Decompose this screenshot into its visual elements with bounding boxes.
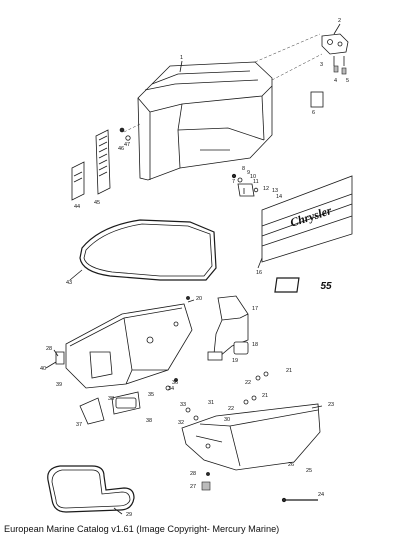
- callout-40: 40: [40, 366, 46, 372]
- callout-28b: 28: [190, 471, 196, 477]
- callout-38b: 38: [108, 396, 114, 402]
- callout-38: 38: [146, 418, 152, 424]
- callout-30: 30: [224, 417, 230, 423]
- callout-26: 26: [288, 462, 294, 468]
- callout-21b: 21: [262, 393, 268, 399]
- callout-7: 7: [232, 179, 235, 185]
- callout-1: 1: [180, 55, 183, 61]
- callout-19: 19: [232, 358, 238, 364]
- grille-panels: [71, 123, 141, 201]
- callout-36: 36: [172, 380, 178, 386]
- top-cowling: [137, 33, 323, 181]
- callout-31: 31: [208, 400, 214, 406]
- cowl-seal: [79, 219, 217, 281]
- carry-handle: [47, 465, 135, 513]
- callout-44: 44: [74, 204, 80, 210]
- callout-12: 12: [263, 186, 269, 192]
- small-hardware: [55, 296, 318, 503]
- bracket-assembly: [310, 33, 349, 108]
- callout-13: 13: [272, 188, 278, 194]
- callout-29: 29: [126, 512, 132, 518]
- callout-20: 20: [196, 296, 202, 302]
- callout-43: 43: [66, 280, 72, 286]
- callout-46: 46: [118, 146, 124, 152]
- callout-35: 35: [148, 392, 154, 398]
- callout-8: 8: [242, 166, 245, 172]
- callout-34: 34: [168, 386, 174, 392]
- callout-32: 32: [178, 420, 184, 426]
- callout-25: 25: [306, 468, 312, 474]
- callout-9: 9: [247, 170, 250, 176]
- callout-28: 28: [46, 346, 52, 352]
- model-badge-text: 55: [320, 281, 332, 292]
- image-caption: European Marine Catalog v1.61 (Image Cop…: [4, 524, 280, 534]
- callout-18: 18: [252, 342, 258, 348]
- callout-11: 11: [253, 179, 259, 185]
- callout-23: 23: [328, 402, 334, 408]
- callout-39: 39: [56, 382, 62, 388]
- callout-5: 5: [346, 78, 349, 84]
- callout-17: 17: [252, 306, 258, 312]
- callout-3: 3: [320, 62, 323, 68]
- callout-14: 14: [276, 194, 282, 200]
- callout-27: 27: [190, 484, 196, 490]
- model-badge: 55: [274, 277, 332, 293]
- callout-10: 10: [250, 174, 256, 180]
- callout-4: 4: [334, 78, 337, 84]
- lower-cowl-right: [181, 403, 321, 471]
- callout-21: 21: [286, 368, 292, 374]
- callout-47: 47: [124, 142, 130, 148]
- callout-6: 6: [312, 110, 315, 116]
- callout-2: 2: [338, 18, 341, 24]
- callout-22b: 22: [228, 406, 234, 412]
- callout-labels: 1 2 3 4 5 6 7 8 9 10 11 12 13 14 16 17 1…: [40, 18, 349, 518]
- callout-33: 33: [180, 402, 186, 408]
- latch-hardware: [231, 173, 259, 197]
- callout-16: 16: [256, 270, 262, 276]
- lower-cowl-left: [65, 303, 193, 389]
- callout-45: 45: [94, 200, 100, 206]
- chrysler-decal-panel: Chrysler: [261, 175, 353, 263]
- callout-24: 24: [318, 492, 324, 498]
- exploded-parts-diagram: Chrysler 55: [40, 18, 353, 518]
- callout-22: 22: [245, 380, 251, 386]
- leader-lines: [45, 23, 341, 515]
- mounting-bracket: [207, 295, 249, 361]
- callout-37: 37: [76, 422, 82, 428]
